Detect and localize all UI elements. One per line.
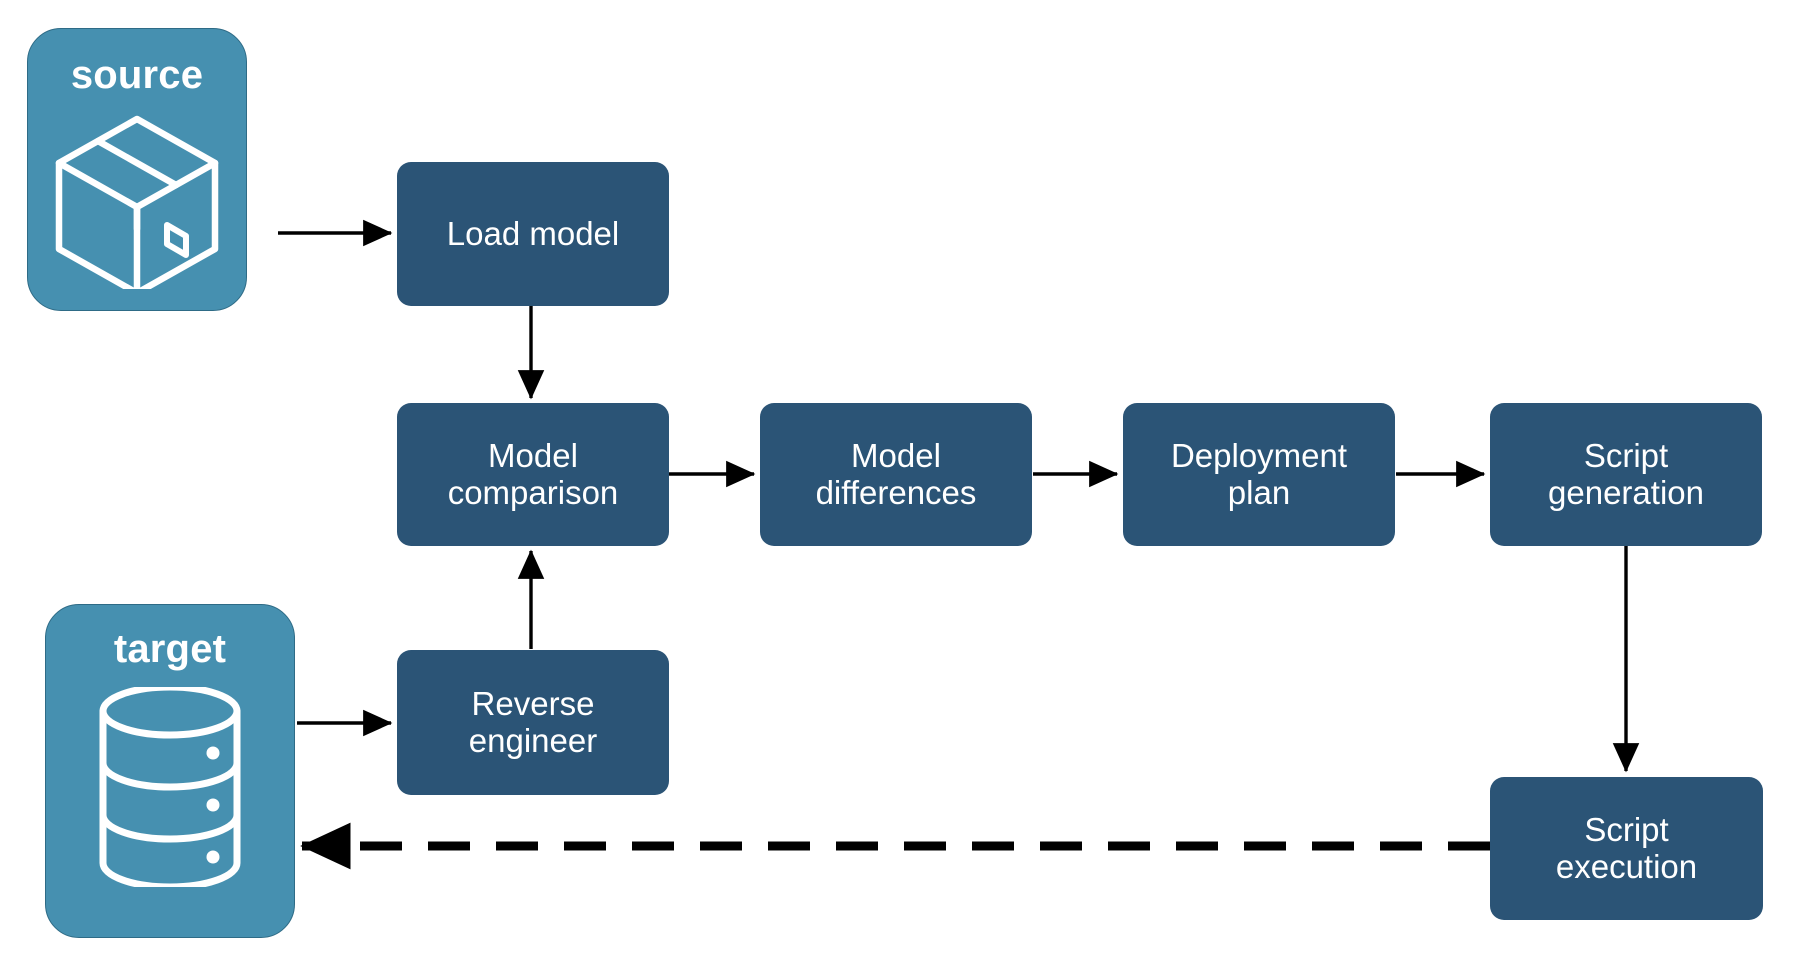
process-reverse-engineer[interactable]: Reverse engineer [397, 650, 669, 795]
process-script-generation[interactable]: Script generation [1490, 403, 1762, 546]
process-deployment-plan[interactable]: Deployment plan [1123, 403, 1395, 546]
endpoint-source[interactable]: source [27, 28, 247, 311]
process-model-comparison-label: Model comparison [447, 436, 619, 511]
process-load-model-label: Load model [446, 214, 620, 252]
endpoint-target[interactable]: target [45, 604, 295, 938]
process-deployment-plan-label: Deployment plan [1170, 436, 1348, 511]
process-load-model[interactable]: Load model [397, 162, 669, 306]
process-script-execution[interactable]: Script execution [1490, 777, 1763, 920]
package-box-icon [47, 109, 227, 297]
process-script-execution-label: Script execution [1555, 810, 1698, 885]
process-model-comparison[interactable]: Model comparison [397, 403, 669, 546]
database-cylinder-icon [85, 683, 255, 892]
process-model-differences[interactable]: Model differences [760, 403, 1032, 546]
process-script-generation-label: Script generation [1548, 436, 1704, 511]
endpoint-source-label: source [70, 53, 204, 97]
endpoint-target-label: target [113, 627, 227, 671]
process-model-differences-label: Model differences [815, 436, 977, 511]
process-reverse-engineer-label: Reverse engineer [468, 684, 598, 759]
